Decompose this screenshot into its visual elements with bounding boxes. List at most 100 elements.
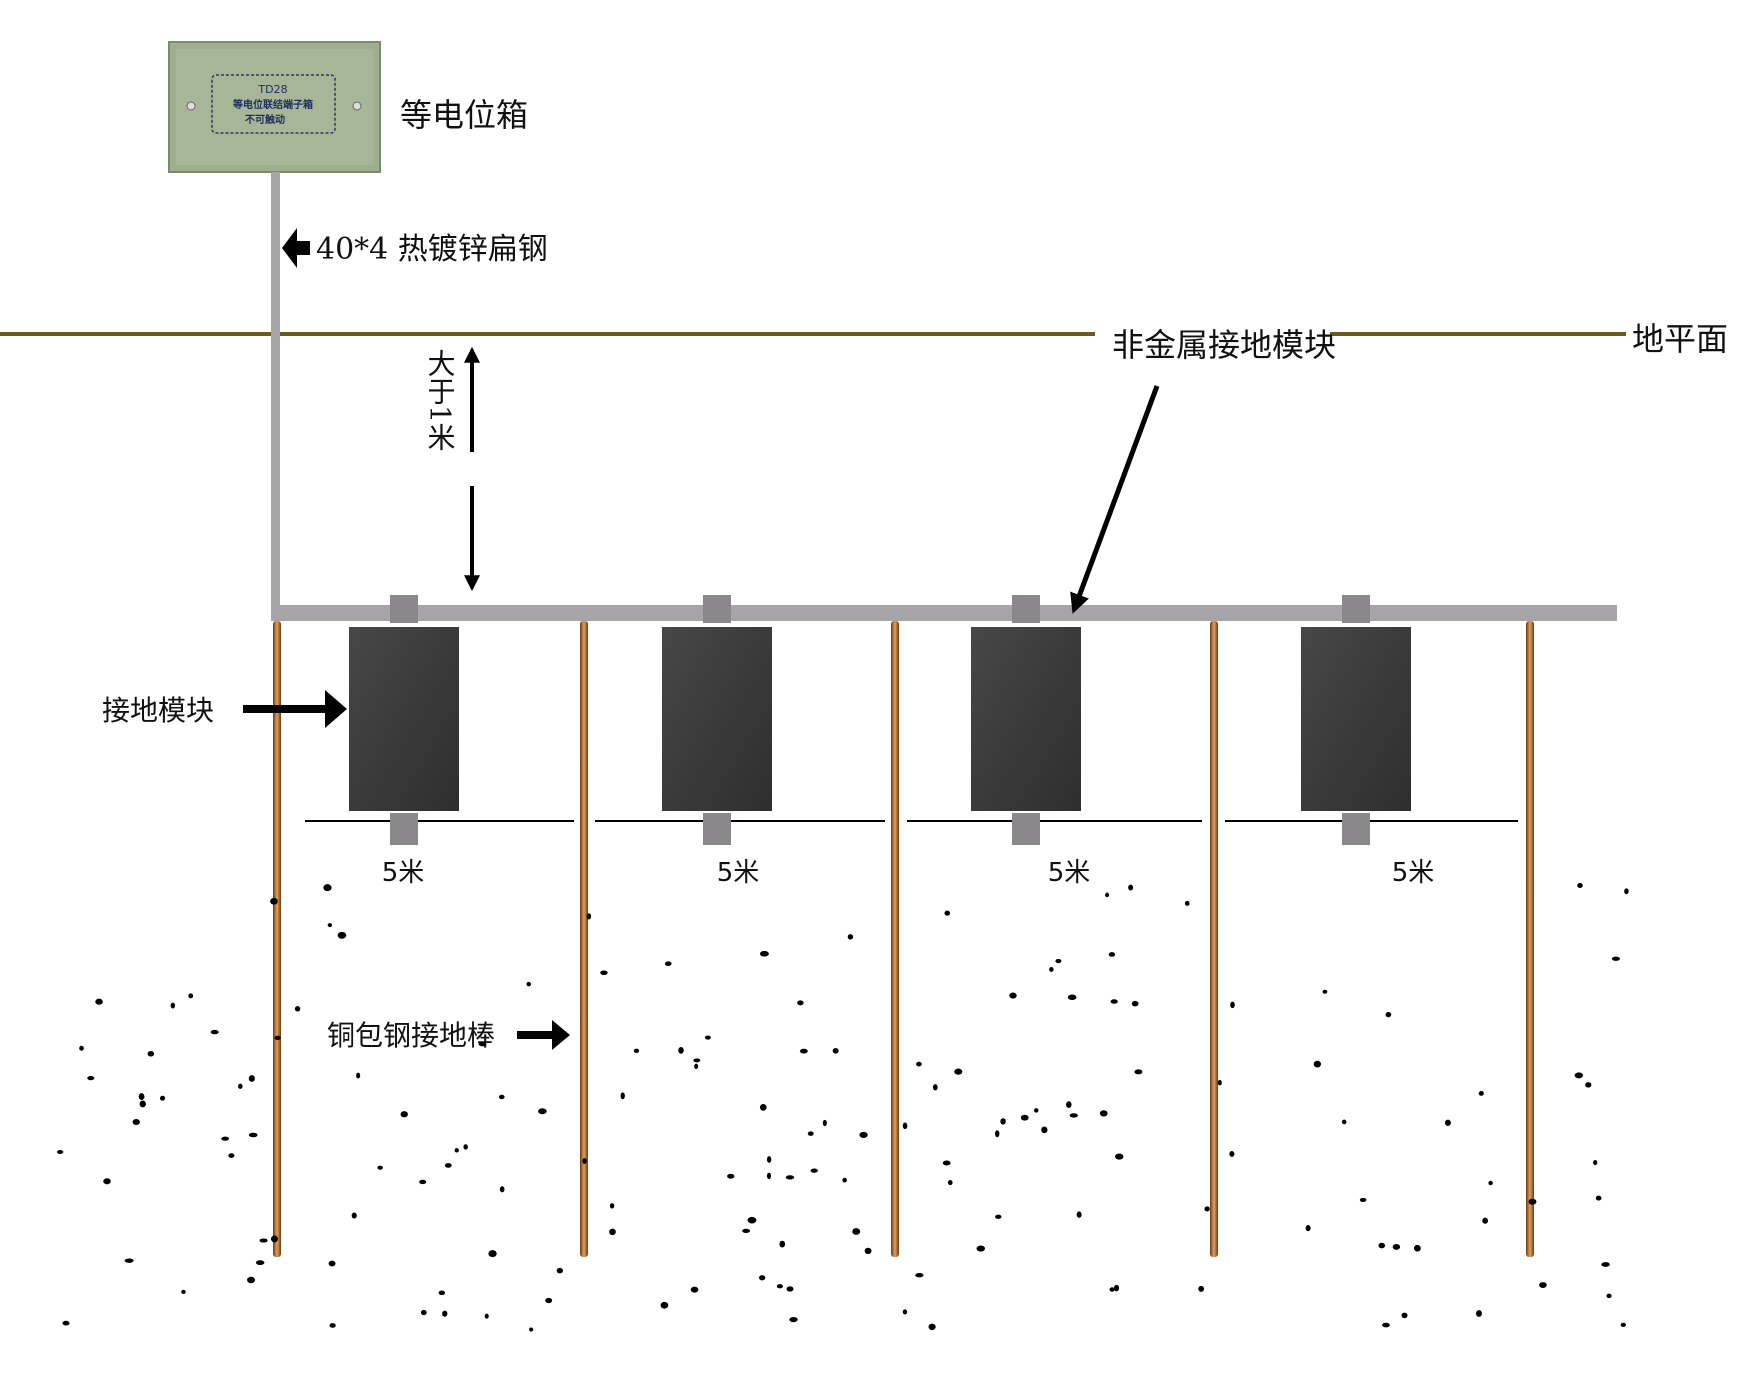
soil-dot	[323, 884, 332, 892]
soil-dot	[928, 1323, 936, 1331]
soil-dot	[932, 1084, 938, 1091]
soil-dot	[454, 1148, 459, 1153]
soil-dot	[188, 993, 194, 999]
soil-dot	[259, 1238, 268, 1243]
spacing-label: 5米	[717, 858, 760, 888]
soil-dot	[1574, 1072, 1584, 1079]
connector-bottom	[390, 813, 418, 845]
soil-dot	[727, 1173, 735, 1179]
soil-dot	[664, 961, 672, 967]
soil-dot	[95, 998, 103, 1005]
soil-dot	[1034, 1108, 1039, 1113]
soil-dot	[1601, 1262, 1610, 1267]
soil-dot	[785, 1175, 795, 1180]
soil-dot	[995, 1214, 1002, 1219]
soil-dot	[776, 1284, 783, 1289]
ground-level-label: 地平面	[1632, 320, 1728, 358]
soil-dot	[852, 1228, 861, 1235]
soil-dot	[1229, 1150, 1235, 1157]
soil-dot	[1131, 1000, 1139, 1007]
soil-dot	[807, 1131, 814, 1136]
ground-rod-label: 铜包钢接地棒	[327, 1019, 495, 1052]
soil-dot	[1385, 1012, 1392, 1018]
connector-bottom	[1012, 813, 1040, 845]
soil-dot	[87, 1076, 95, 1081]
flat-steel-vertical	[271, 172, 280, 621]
soil-dot	[582, 1158, 587, 1164]
soil-dot	[1413, 1244, 1421, 1252]
soil-dot	[221, 1136, 230, 1141]
ground-module-label: 接地模块	[102, 694, 214, 727]
soil-dot	[124, 1258, 134, 1263]
soil-dot	[419, 1179, 427, 1185]
soil-dot	[170, 1002, 176, 1009]
ground-module	[662, 627, 772, 811]
soil-dot	[1624, 888, 1629, 895]
connector-top	[703, 595, 731, 623]
soil-dot	[255, 1260, 265, 1266]
copper-rod	[580, 621, 588, 1257]
soil-dot	[210, 1029, 219, 1035]
soil-dot	[1611, 956, 1621, 961]
arrow-icon	[517, 1020, 570, 1050]
soil-dot	[1378, 1242, 1386, 1249]
soil-dot	[1595, 1195, 1602, 1201]
soil-dot	[247, 1276, 256, 1284]
soil-dot	[1392, 1244, 1401, 1250]
soil-dot	[947, 1179, 953, 1186]
soil-dot	[498, 1094, 505, 1100]
soil-dot	[1009, 992, 1017, 999]
soil-dot	[438, 1290, 446, 1296]
soil-dot	[327, 923, 333, 928]
arrow-icon	[243, 690, 347, 728]
soil-dot	[759, 1275, 766, 1281]
soil-dot	[329, 1323, 336, 1328]
soil-dot	[238, 1083, 243, 1089]
soil-dot	[1049, 966, 1054, 972]
spacing-label: 5米	[1048, 858, 1091, 888]
soil-dot	[690, 1286, 699, 1293]
soil-dot	[1069, 1113, 1078, 1118]
connector-bottom	[1342, 813, 1370, 845]
soil-dot	[1313, 1060, 1321, 1068]
spacing-label: 5米	[382, 858, 425, 888]
soil-dot	[1204, 1206, 1210, 1212]
soil-dot	[526, 981, 532, 987]
soil-dot	[1020, 1114, 1029, 1121]
soil-dot	[400, 1111, 408, 1118]
soil-dot	[1067, 994, 1077, 1001]
soil-dot	[484, 1313, 489, 1319]
soil-dot	[799, 1048, 808, 1054]
soil-dot	[270, 897, 278, 905]
connector-top	[390, 595, 418, 623]
soil-dot	[759, 1104, 767, 1111]
soil-dot	[810, 1168, 818, 1173]
copper-rod	[891, 621, 899, 1257]
connector-top	[1342, 595, 1370, 623]
soil-dot	[633, 1048, 640, 1054]
flat-steel-label: 40*4 热镀锌扁钢	[316, 232, 548, 267]
soil-dot	[786, 1286, 794, 1292]
soil-dot	[1444, 1119, 1451, 1126]
soil-dot	[1109, 1287, 1115, 1292]
soil-dot	[600, 970, 608, 976]
soil-dot	[944, 910, 951, 916]
ground-module	[971, 627, 1081, 811]
soil-dot	[789, 1316, 798, 1323]
soil-dot	[779, 1240, 786, 1248]
soil-dot	[694, 1063, 699, 1070]
soil-dot	[954, 1068, 963, 1075]
soil-dot	[356, 1072, 361, 1079]
soil-dot	[842, 1177, 847, 1183]
soil-dot	[704, 1035, 711, 1040]
soil-dot	[620, 1092, 625, 1100]
soil-dot	[1134, 1069, 1143, 1075]
box-plate-line2: 不可触动	[245, 113, 285, 126]
spacing-label: 5米	[1392, 858, 1435, 888]
copper-rod	[1210, 621, 1218, 1257]
soil-dot	[822, 1119, 827, 1127]
soil-dot	[1113, 1284, 1120, 1292]
soil-dot	[132, 1119, 140, 1125]
soil-dot	[1000, 1118, 1006, 1125]
